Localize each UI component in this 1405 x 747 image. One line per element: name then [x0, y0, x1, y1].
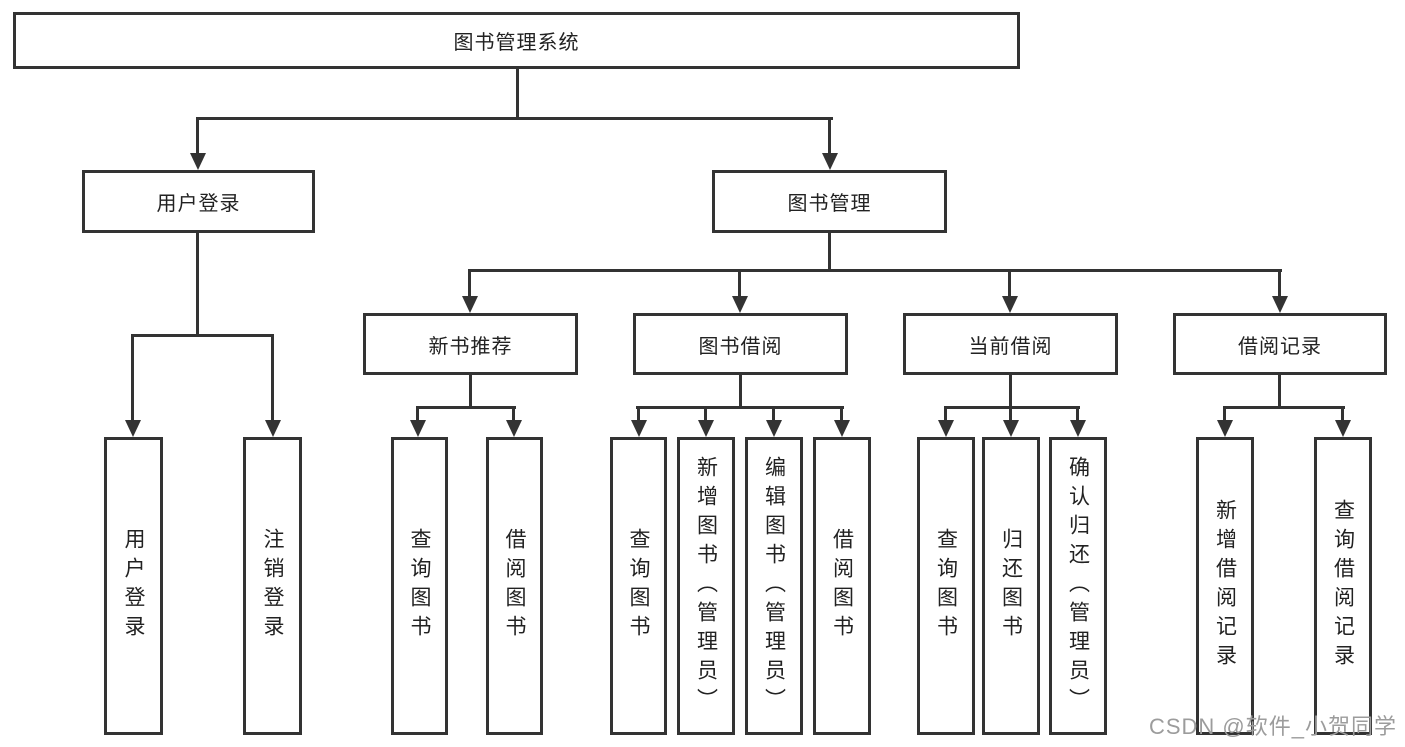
csdn-watermark: CSDN @软件_小贺同学: [1148, 714, 1397, 739]
arrowhead-bb-borrow: [834, 420, 850, 437]
connector-drop-user-login: [196, 117, 199, 154]
arrowhead-leaf-logout: [265, 420, 281, 437]
node-book-management: 图书管理: [712, 170, 947, 233]
connector-current-stem: [1009, 375, 1012, 409]
leaf-user-login: 用户登录: [104, 437, 163, 735]
connector-drop-bb-query: [637, 406, 640, 420]
leaf-query-books-2: 查询图书: [610, 437, 667, 735]
connector-drop-borrow-records: [1278, 269, 1281, 296]
connector-drop-new-books: [468, 269, 471, 296]
leaf-query-borrow-record: 查询借阅记录: [1314, 437, 1372, 735]
arrowhead-current-borrow: [1002, 296, 1018, 313]
connector-drop-br-query: [1341, 406, 1344, 420]
arrowhead-nb-borrow: [506, 420, 522, 437]
leaf-logout: 注销登录: [243, 437, 302, 735]
leaf-return-books: 归还图书: [982, 437, 1040, 735]
arrowhead-cb-confirm: [1070, 420, 1086, 437]
connector-root-stem: [516, 69, 519, 119]
leaf-add-borrow-record: 新增借阅记录: [1196, 437, 1254, 735]
connector-drop-cb-return: [1009, 406, 1012, 420]
connector-records-stem: [1278, 375, 1281, 409]
node-new-book-recommend: 新书推荐: [363, 313, 578, 375]
arrowhead-br-query: [1335, 420, 1351, 437]
arrowhead-user-login: [190, 153, 206, 170]
leaf-query-books-3: 查询图书: [917, 437, 975, 735]
arrowhead-cb-query: [938, 420, 954, 437]
arrowhead-br-add: [1217, 420, 1233, 437]
connector-drop-bb-borrow: [840, 406, 843, 420]
node-root-library-system: 图书管理系统: [13, 12, 1020, 69]
arrowhead-bb-edit: [766, 420, 782, 437]
connector-drop-bb-edit: [772, 406, 775, 420]
connector-drop-cb-confirm: [1076, 406, 1079, 420]
connector-root-rail: [196, 117, 833, 120]
connector-userlogin-stem: [196, 233, 199, 337]
connector-drop-book-mgmt: [828, 117, 831, 154]
connector-drop-br-add: [1223, 406, 1226, 420]
arrowhead-new-books: [462, 296, 478, 313]
arrowhead-leaf-login: [125, 420, 141, 437]
node-book-borrowing: 图书借阅: [633, 313, 848, 375]
connector-drop-bb-add: [704, 406, 707, 420]
connector-drop-cb-query: [944, 406, 947, 420]
connector-drop-nb-borrow: [512, 406, 515, 420]
leaf-borrow-books-2: 借阅图书: [813, 437, 871, 735]
leaf-add-books-admin: 新增图书（管理员）: [677, 437, 735, 735]
node-current-borrowing: 当前借阅: [903, 313, 1118, 375]
connector-records-rail: [1223, 406, 1345, 409]
connector-borrowing-stem: [739, 375, 742, 409]
connector-drop-current-borrow: [1008, 269, 1011, 296]
connector-drop-book-borrow: [738, 269, 741, 296]
leaf-confirm-return-admin: 确认归还（管理员）: [1049, 437, 1107, 735]
connector-bookmgmt-rail: [468, 269, 1282, 272]
connector-current-rail: [944, 406, 1080, 409]
connector-newbooks-stem: [469, 375, 472, 409]
connector-bookmgmt-stem: [828, 233, 831, 272]
arrowhead-bb-query: [631, 420, 647, 437]
arrowhead-bb-add: [698, 420, 714, 437]
leaf-borrow-books-1: 借阅图书: [486, 437, 543, 735]
connector-drop-nb-query: [416, 406, 419, 420]
arrowhead-book-mgmt: [822, 153, 838, 170]
arrowhead-borrow-records: [1272, 296, 1288, 313]
node-borrowing-records: 借阅记录: [1173, 313, 1387, 375]
leaf-edit-books-admin: 编辑图书（管理员）: [745, 437, 803, 735]
connector-userlogin-rail: [131, 334, 274, 337]
connector-newbooks-rail: [416, 406, 516, 409]
leaf-query-books-1: 查询图书: [391, 437, 448, 735]
node-user-login: 用户登录: [82, 170, 315, 233]
connector-drop-leaf-login: [131, 334, 134, 420]
arrowhead-book-borrow: [732, 296, 748, 313]
connector-drop-leaf-logout: [271, 334, 274, 420]
arrowhead-cb-return: [1003, 420, 1019, 437]
arrowhead-nb-query: [410, 420, 426, 437]
connector-borrowing-rail: [636, 406, 844, 409]
